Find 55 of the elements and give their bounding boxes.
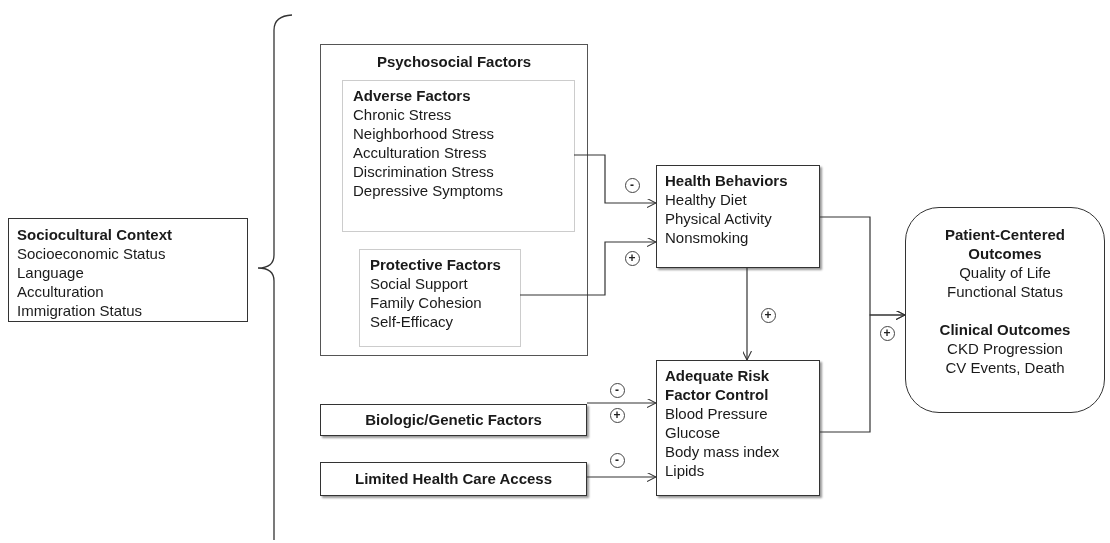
box-text: Acculturation [17, 282, 105, 301]
edge-label: + [624, 250, 640, 266]
factor-box [320, 462, 587, 496]
box-text: Self-Efficacy [370, 312, 455, 331]
factor-box [359, 249, 521, 347]
box-text: Social Support [370, 274, 469, 293]
box-text: Chronic Stress [353, 105, 453, 124]
box-heading: Health Behaviors [665, 171, 789, 190]
box-text: Glucose [665, 423, 722, 442]
box-text: Depressive Symptoms [353, 181, 505, 200]
box-text: Functional Status [946, 282, 1064, 301]
arrow [741, 267, 753, 361]
box-text: Immigration Status [17, 301, 144, 320]
process-box [656, 165, 820, 268]
arrow [586, 471, 657, 483]
box-heading: Patient-Centered Outcomes [944, 225, 1066, 263]
box-heading: Adverse Factors [353, 86, 472, 105]
arrow [573, 154, 657, 209]
box-text: Nonsmoking [665, 228, 750, 247]
box-heading: Sociocultural Context [17, 225, 174, 244]
outcome-box [905, 207, 1105, 413]
edge-label: - [609, 452, 625, 468]
box-heading: Adequate Risk Factor Control [665, 366, 771, 404]
context-box [8, 218, 248, 322]
group-box [320, 44, 588, 356]
box-text: CKD Progression [946, 339, 1064, 358]
box-heading: Psychosocial Factors [375, 52, 533, 71]
box-text: Quality of Life [958, 263, 1052, 282]
sign-label: + [879, 325, 895, 341]
edge-label: - [609, 382, 625, 398]
box-text: Body mass index [665, 442, 781, 461]
arrow [586, 397, 657, 409]
box-text: Blood Pressure [665, 404, 769, 423]
box-text: CV Events, Death [944, 358, 1066, 377]
box-text: Socioeconomic Status [17, 244, 167, 263]
sign-label: + [609, 407, 625, 423]
box-text: Lipids [665, 461, 706, 480]
arrow [819, 309, 906, 433]
arrow [519, 236, 657, 296]
factor-box [342, 80, 575, 232]
box-heading: Limited Health Care Access [354, 469, 553, 488]
box-text: Language [17, 263, 85, 282]
edge-label: + [760, 307, 776, 323]
process-box [656, 360, 820, 496]
box-text: Healthy Diet [665, 190, 748, 209]
factor-box [320, 404, 587, 436]
box-heading: Biologic/Genetic Factors [364, 410, 543, 429]
box-text: Neighborhood Stress [353, 124, 495, 143]
box-text: Physical Activity [665, 209, 773, 228]
box-text: Family Cohesion [370, 293, 483, 312]
box-heading: Clinical Outcomes [938, 320, 1072, 339]
box-heading: Protective Factors [370, 255, 502, 274]
box-text: Acculturation Stress [353, 143, 488, 162]
box-text: Discrimination Stress [353, 162, 495, 181]
edge-label: - [624, 177, 640, 193]
